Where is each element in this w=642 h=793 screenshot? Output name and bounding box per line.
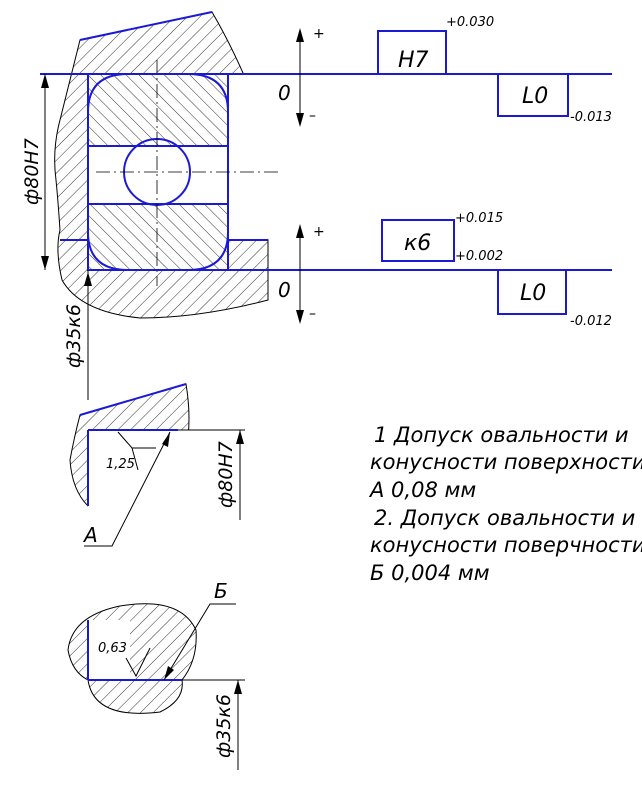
housing-plus: +	[313, 26, 325, 42]
shaft-minus: –	[309, 306, 316, 322]
l0-housing-deviation: -0.013	[570, 110, 612, 125]
note-line-1: 1 Допуск овальности и	[374, 423, 629, 447]
detail-a-roughness: 1,25	[106, 457, 135, 472]
shaft-plus: +	[313, 224, 325, 240]
detail-b: ф35к6 0,63 Б	[67, 579, 245, 770]
detail-b-roughness: 0,63	[98, 641, 127, 656]
bearing-outer-ring	[88, 74, 228, 146]
shaft-dim: ф35к6	[63, 304, 85, 368]
housing-tolerance-diagram: + – 0 H7 +0.030 L0 -0.013	[278, 15, 612, 127]
k6-field	[381, 219, 455, 262]
k6-lower: +0.002	[455, 249, 503, 264]
l0-shaft-label: L0	[520, 281, 546, 306]
l0-housing-field	[497, 73, 569, 117]
k6-label: к6	[404, 231, 431, 256]
note-line-3: А 0,08 мм	[368, 478, 476, 502]
housing-bore-dim: ф80H7	[21, 138, 43, 205]
housing-zero: 0	[278, 81, 291, 105]
notes: 1 Допуск овальности и конусности поверхн…	[368, 423, 642, 585]
detail-a-letter: А	[82, 523, 98, 547]
note-line-5: конусности поверчности	[370, 533, 642, 557]
bearing-inner-ring	[88, 204, 228, 270]
h7-field	[377, 30, 447, 75]
detail-a: ф80H7 1,25 А	[69, 383, 245, 547]
l0-shaft-deviation: -0.012	[570, 314, 612, 329]
h7-label: H7	[398, 48, 429, 73]
l0-housing-label: L0	[522, 84, 548, 109]
detail-b-letter: Б	[214, 579, 228, 603]
housing-minus: –	[309, 108, 316, 124]
k6-upper: +0.015	[455, 211, 503, 226]
note-line-6: Б 0,004 мм	[370, 561, 490, 585]
bearing-assembly: ф80H7 ф35к6	[21, 11, 612, 400]
detail-a-diameter: ф80H7	[215, 441, 237, 508]
h7-deviation: +0.030	[446, 15, 494, 30]
shaft-zero: 0	[278, 278, 291, 302]
shaft-tolerance-diagram: + – 0 к6 +0.015 +0.002 L0 -0.012	[278, 211, 612, 329]
note-line-2: конусности поверхности	[370, 450, 642, 474]
detail-b-diameter: ф35к6	[213, 694, 235, 758]
l0-shaft-field	[497, 269, 567, 315]
note-line-4: 2. Допуск овальности и	[374, 506, 635, 530]
